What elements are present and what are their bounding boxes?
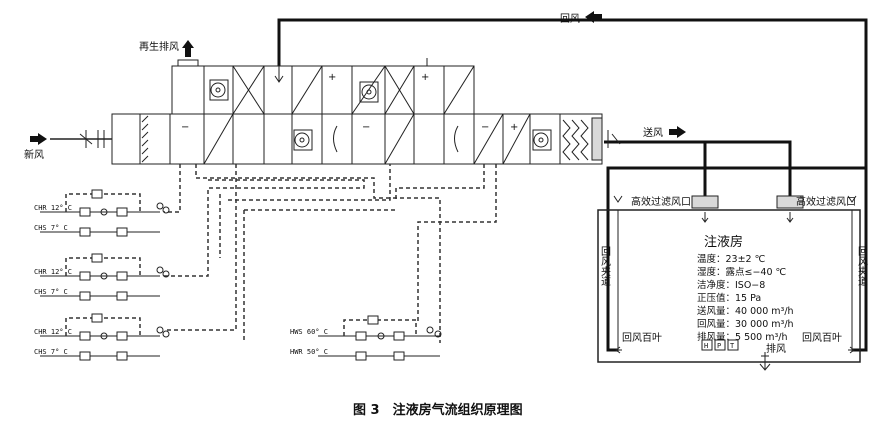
spec-humidity: 湿度：露点≤−40 ℃ xyxy=(697,266,787,278)
pipe-group-hot-water xyxy=(318,315,442,361)
return-shaft-left-label: 回风夹道 xyxy=(599,246,611,286)
spec-supply-volume: 送风量：40 000 m³/h xyxy=(697,305,794,317)
sensor-pressure: P xyxy=(717,342,721,350)
fan-icon-upper-2 xyxy=(359,81,379,103)
control-wiring xyxy=(164,164,497,343)
spec-return-volume: 回风量：30 000 m³/h xyxy=(697,319,794,330)
return-arrow-top xyxy=(585,11,602,23)
prefilter-hatch xyxy=(141,115,149,163)
return-air-label: 回风 xyxy=(560,13,580,25)
regen-exhaust-label: 再生排风 xyxy=(139,40,179,53)
room-sensors xyxy=(701,339,739,351)
sensor-temperature: T xyxy=(730,342,735,350)
cooling-coil-minus-1: − xyxy=(181,122,189,133)
spec-temperature: 温度：23±2 ℃ xyxy=(697,253,766,265)
supply-air-duct xyxy=(604,140,792,196)
pipe3-supply-label: CHS 7° C xyxy=(34,348,68,356)
regen-exhaust-unit xyxy=(171,40,205,115)
fan-icon-lower-2 xyxy=(532,129,552,151)
pipe-group-1 xyxy=(40,189,170,237)
fresh-air-arrow xyxy=(30,133,47,145)
figure-caption: 图 3 注液房气流组织原理图 xyxy=(353,402,523,418)
hepa-outlet-left xyxy=(691,195,719,223)
fresh-air-damper xyxy=(79,130,105,148)
cooling-coil-minus-3: − xyxy=(481,122,489,133)
spec-cleanliness: 洁净度：ISO−8 xyxy=(697,279,765,291)
supply-air-label: 送风 xyxy=(643,126,663,139)
supply-arrow xyxy=(669,126,686,138)
injection-room-outline xyxy=(597,209,861,363)
hepa-outlet-right xyxy=(776,195,804,223)
return-air-inlet-arrows xyxy=(274,58,428,83)
final-filter-zigzag xyxy=(562,119,589,161)
pipe-group-3 xyxy=(40,313,170,361)
pipe2-supply-label: CHS 7° C xyxy=(34,288,68,296)
heater-plus-2: + xyxy=(421,72,429,83)
supply-outlet-damper xyxy=(607,130,621,148)
hw-supply-label: HWS 60° C xyxy=(290,328,328,336)
humidifier-icon-1 xyxy=(333,125,338,153)
fan-icon-upper-1 xyxy=(209,79,229,101)
pipe3-return-label: CHR 12° C xyxy=(34,328,72,336)
return-air-duct xyxy=(277,18,868,352)
room-supply-arrows xyxy=(613,195,857,203)
pipe2-return-label: CHR 12° C xyxy=(34,268,72,276)
sensor-humidity: H xyxy=(704,342,708,350)
hepa-left-label: 高效过滤风口 xyxy=(631,195,691,208)
heater-plus-3: + xyxy=(510,122,518,133)
humidifier-icon-2 xyxy=(454,125,459,153)
fan-icon-lower-1 xyxy=(293,129,313,151)
hw-return-label: HWR 50° C xyxy=(290,348,328,356)
pipe-group-2 xyxy=(40,253,170,301)
fresh-air-label: 新风 xyxy=(24,148,44,161)
hepa-right-label: 高效过滤风口 xyxy=(796,195,856,208)
pipe1-supply-label: CHS 7° C xyxy=(34,224,68,232)
return-shaft-right-label: 回风夹道 xyxy=(856,246,868,286)
cooling-coil-minus-2: − xyxy=(362,122,370,133)
room-title: 注液房 xyxy=(704,234,743,250)
pipe1-return-label: CHR 12° C xyxy=(34,204,72,212)
exhaust-outlet xyxy=(759,352,771,371)
ahu-upper-row xyxy=(203,65,475,115)
return-louver-arrows xyxy=(615,346,855,354)
exhaust-label: 排风 xyxy=(766,342,786,355)
spec-pressure: 正压值：15 Pa xyxy=(697,292,761,304)
heater-plus-1: + xyxy=(328,72,336,83)
return-louver-right-label: 回风百叶 xyxy=(802,332,842,344)
return-louver-left-label: 回风百叶 xyxy=(622,332,662,344)
